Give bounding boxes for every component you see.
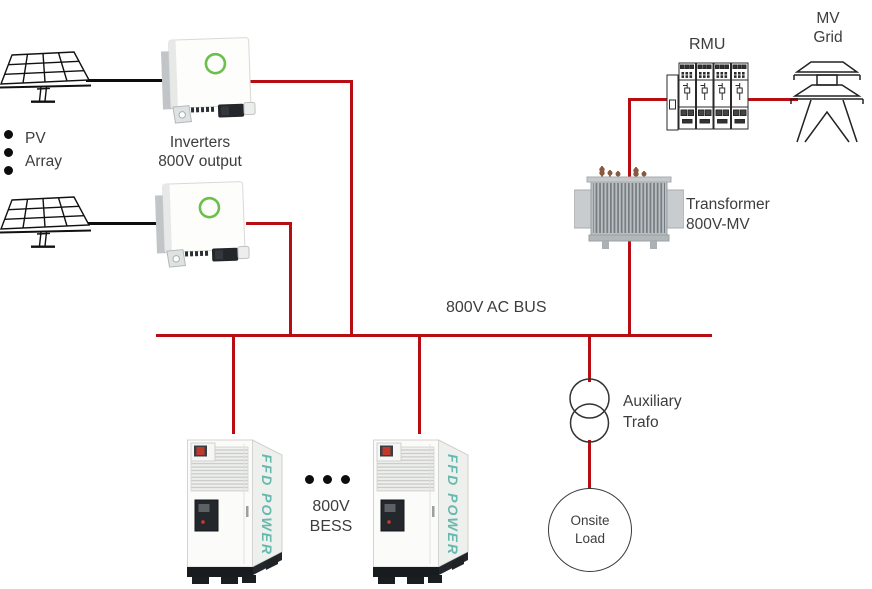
wire-bus-bess2 [418, 337, 421, 434]
wire-inverter1-out-h [250, 80, 353, 83]
transformer-label: Transformer 800V-MV [686, 196, 770, 233]
wire-inverter2-out-v [289, 222, 292, 337]
wire-inverter1-out-v [350, 80, 353, 337]
solar-panel-icon [0, 51, 92, 103]
onsite-load-label-line1: Onsite [570, 513, 610, 528]
wire-auxtrafo-load [588, 440, 591, 490]
wire-rmu-grid [746, 98, 798, 101]
ac-bus-label: 800V AC BUS [446, 299, 547, 316]
transformer-icon [574, 166, 684, 249]
wire-inverter2-out-h [246, 222, 292, 225]
battery-cabinet-icon: FFD POWER [187, 439, 283, 584]
solar-panel-icon [0, 196, 92, 248]
wire-transformer-rmu-h [628, 98, 672, 101]
onsite-load-label-line2: Load [574, 531, 606, 546]
bess-more-units-ellipsis-icon [305, 475, 350, 484]
wire-pv1-inverter1 [86, 79, 162, 82]
pv-array-label: PV Array [25, 130, 63, 170]
wire-bus-bess1 [232, 337, 235, 434]
bess-brand-text: FFD POWER [259, 454, 275, 556]
inverters-label: Inverters 800V output [158, 134, 242, 170]
wire-ac-bus [156, 334, 712, 337]
wire-pv2-inverter2 [86, 222, 156, 225]
aux-trafo-label: Auxiliary Trafo [623, 393, 682, 431]
wire-bus-auxtrafo [588, 337, 591, 382]
load-circle-icon: Onsite Load [548, 488, 632, 572]
rmu-label: RMU [689, 36, 726, 53]
battery-cabinet-icon: FFD POWER [373, 439, 469, 584]
switchgear-icon [666, 62, 749, 131]
inverter-icon [160, 37, 256, 124]
inverter-icon [154, 181, 250, 268]
bess-brand-text: FFD POWER [445, 454, 461, 556]
pv-more-units-ellipsis-icon [4, 130, 13, 175]
transmission-tower-icon [790, 61, 864, 143]
mv-grid-label: MV Grid [813, 10, 843, 46]
bess-label: 800V BESS [309, 498, 353, 535]
two-winding-transformer-icon [569, 378, 610, 443]
